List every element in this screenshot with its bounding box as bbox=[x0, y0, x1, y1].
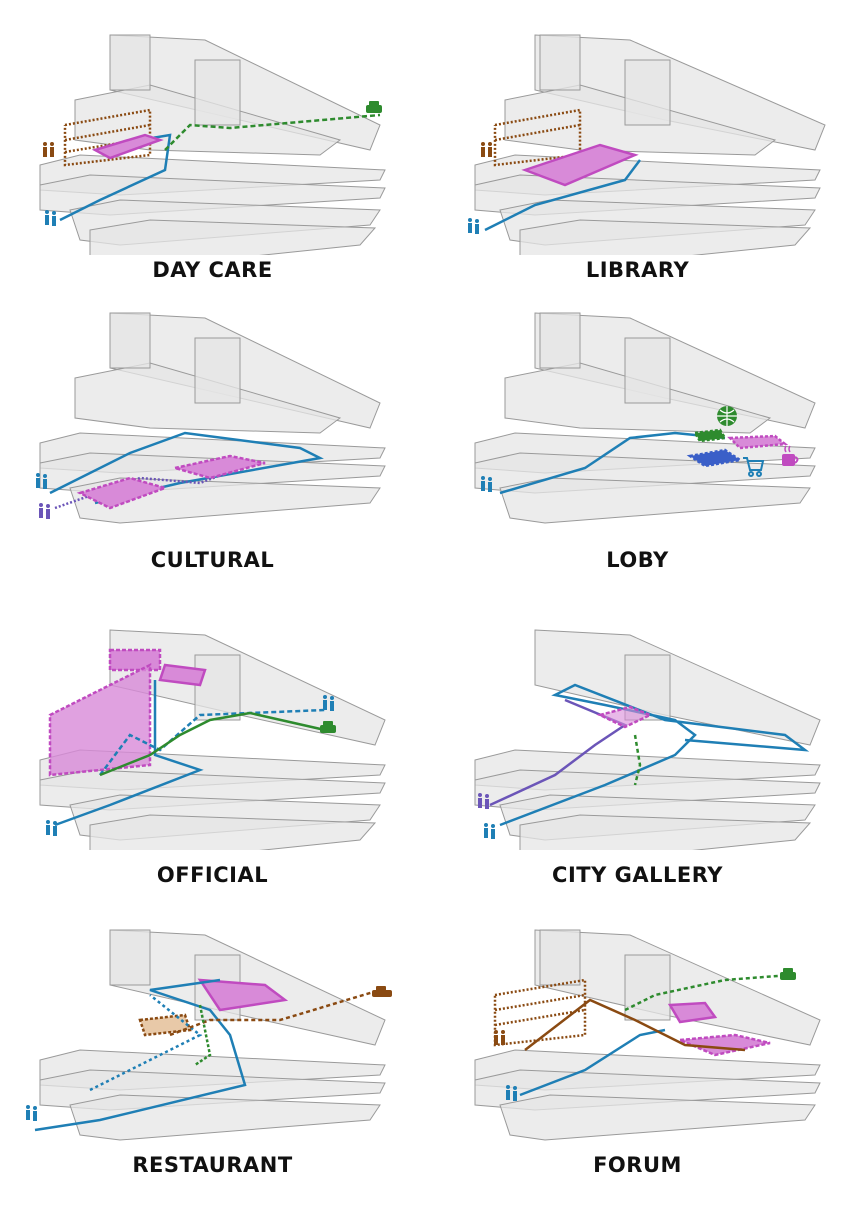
building-diagram-forum bbox=[474, 929, 821, 1141]
building-massing bbox=[39, 34, 386, 255]
routes bbox=[59, 108, 381, 222]
walking-people-icon bbox=[36, 473, 47, 489]
walking-people-icon bbox=[468, 218, 479, 234]
walking-people-icon bbox=[481, 476, 492, 492]
building-massing bbox=[474, 629, 821, 850]
walking-people-icon bbox=[46, 820, 57, 836]
panel-label: FORUM bbox=[593, 1153, 682, 1177]
panel-loby: LOBY bbox=[425, 308, 850, 583]
routes bbox=[34, 978, 381, 1132]
walking-people-icon bbox=[26, 1105, 37, 1121]
panel-label: DAY CARE bbox=[152, 258, 273, 282]
building-diagram-official bbox=[39, 629, 386, 850]
building-massing bbox=[474, 929, 821, 1141]
person-pair-icon bbox=[481, 142, 492, 157]
panel-day-care: DAY CARE bbox=[0, 30, 425, 295]
building-diagram-day-care bbox=[39, 34, 386, 255]
globe-icon bbox=[717, 406, 737, 426]
coffee-cup-icon bbox=[782, 445, 799, 466]
routes bbox=[48, 648, 326, 827]
panel-restaurant: RESTAURANT bbox=[0, 925, 425, 1190]
walking-people-icon bbox=[506, 1085, 517, 1101]
routes bbox=[493, 973, 791, 1097]
panel-library: LIBRARY bbox=[425, 30, 850, 295]
panel-label: RESTAURANT bbox=[132, 1153, 293, 1177]
car-icon bbox=[320, 721, 336, 733]
routes bbox=[49, 431, 324, 510]
walking-people-alt-icon bbox=[478, 793, 489, 809]
car-icon bbox=[780, 968, 796, 980]
building-diagram-loby bbox=[474, 312, 816, 524]
routes bbox=[489, 683, 810, 827]
walking-people-icon bbox=[484, 823, 495, 839]
building-massing bbox=[39, 929, 386, 1141]
building-massing bbox=[474, 312, 816, 524]
panel-label: CITY GALLERY bbox=[552, 863, 723, 887]
walking-people-icon bbox=[45, 210, 56, 226]
routes bbox=[484, 108, 641, 232]
car-icon bbox=[372, 986, 392, 997]
panel-label: CULTURAL bbox=[150, 548, 275, 572]
walking-people-alt-icon bbox=[39, 503, 50, 519]
car-icon bbox=[366, 101, 382, 113]
person-pair-icon bbox=[43, 142, 54, 157]
routes bbox=[499, 428, 789, 495]
building-diagram-city-gallery bbox=[474, 629, 821, 850]
person-pair-icon bbox=[494, 1030, 505, 1045]
building-diagram-cultural bbox=[36, 312, 386, 524]
building-massing bbox=[474, 34, 826, 255]
panel-label: LIBRARY bbox=[585, 258, 690, 282]
panel-label: OFFICIAL bbox=[156, 863, 269, 887]
shopping-cart-icon bbox=[743, 457, 765, 477]
panel-forum: FORUM bbox=[425, 925, 850, 1190]
panel-city-gallery: CITY GALLERY bbox=[425, 625, 850, 890]
walking-people-icon bbox=[323, 695, 334, 711]
building-diagram-library bbox=[468, 34, 826, 255]
building-diagram-restaurant bbox=[26, 929, 392, 1141]
panel-cultural: CULTURAL bbox=[0, 308, 425, 583]
panel-label: LOBY bbox=[606, 548, 669, 572]
panel-official: OFFICIAL bbox=[0, 625, 425, 890]
